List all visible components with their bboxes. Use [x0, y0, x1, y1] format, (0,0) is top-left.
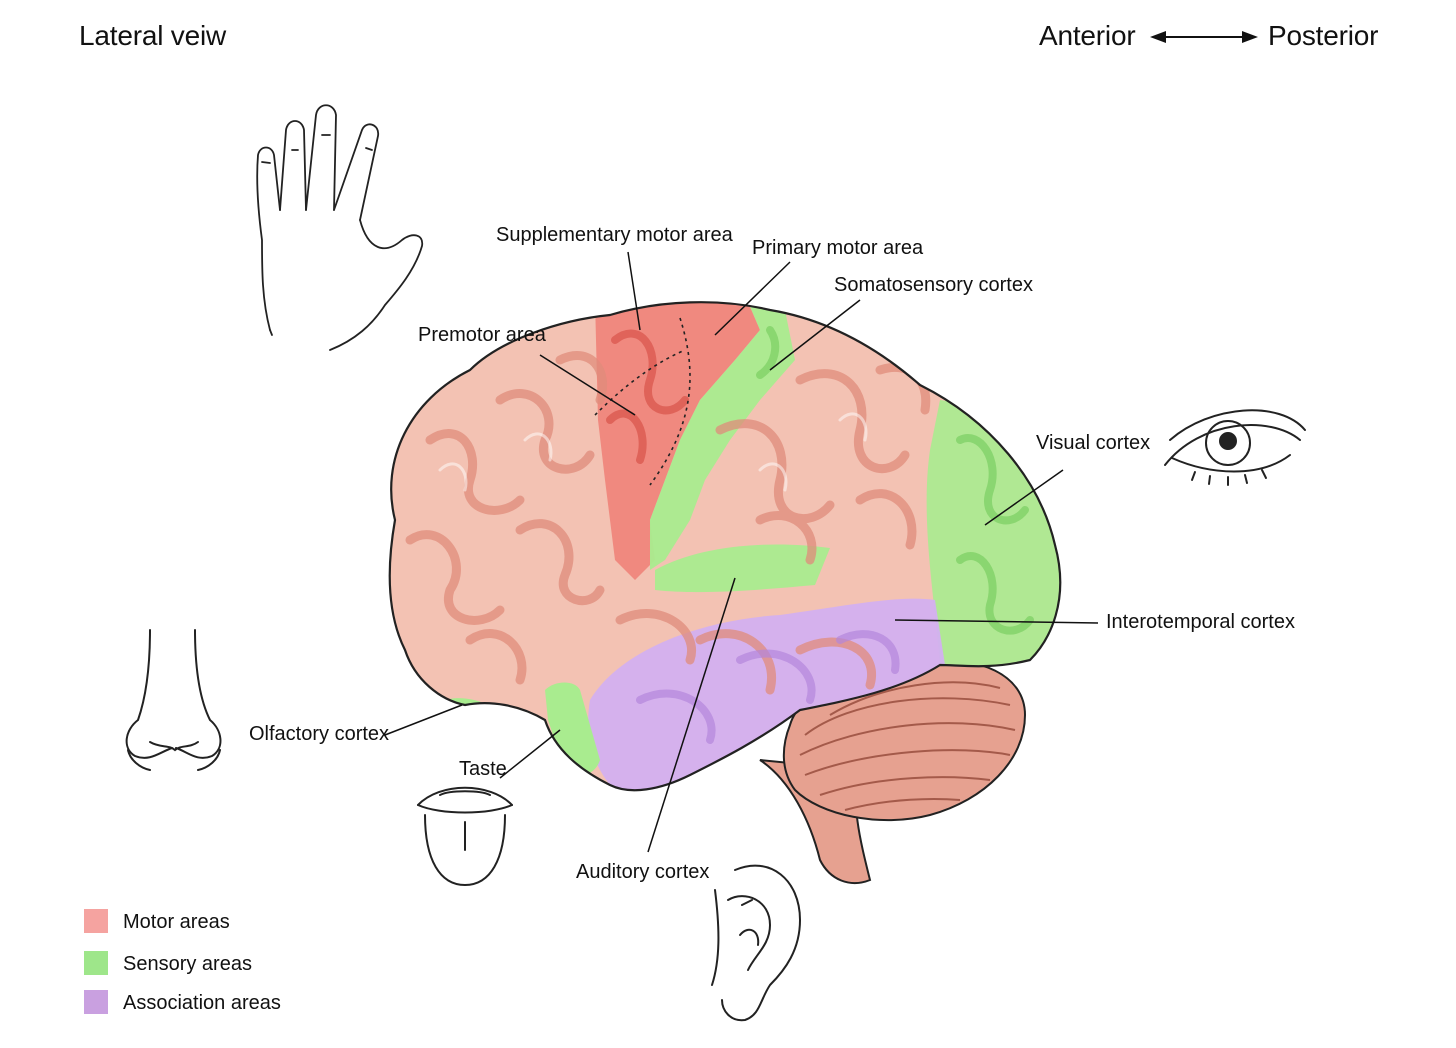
- legend-swatch-sensory: [84, 951, 108, 975]
- ear-icon: [711, 864, 802, 1022]
- auditory-region: [655, 544, 830, 593]
- eye-icon: [1164, 409, 1306, 486]
- legend-swatch-motor: [84, 909, 108, 933]
- legend-label-motor: Motor areas: [123, 911, 230, 933]
- label-auditory: Auditory cortex: [576, 861, 710, 883]
- legend-label-sensory: Sensory areas: [123, 953, 252, 975]
- taste-region: [545, 682, 600, 776]
- legend-label-association: Association areas: [123, 992, 281, 1014]
- premotor-boundary: [594, 349, 686, 416]
- hand-icon: [256, 104, 424, 351]
- label-taste: Taste: [459, 758, 507, 780]
- anterior-label: Anterior: [1039, 20, 1136, 51]
- posterior-label: Posterior: [1268, 20, 1379, 51]
- label-olfactory: Olfactory cortex: [249, 723, 390, 745]
- legend-swatch-association: [84, 990, 108, 1014]
- double-arrow-icon: [1150, 31, 1258, 43]
- leader-lines: [384, 251, 1099, 853]
- label-premotor: Premotor area: [418, 324, 546, 346]
- supplementary-boundary: [649, 317, 691, 486]
- label-supplementary-motor: Supplementary motor area: [496, 224, 733, 246]
- cortex-outline: [388, 301, 1062, 792]
- label-visual: Visual cortex: [1036, 432, 1151, 454]
- tongue-icon: [417, 786, 513, 887]
- label-interotemporal: Interotemporal cortex: [1106, 611, 1295, 633]
- cortex-folds: [405, 351, 931, 695]
- nose-icon: [125, 629, 222, 771]
- view-title: Lateral veiw: [79, 20, 227, 51]
- label-somatosensory: Somatosensory cortex: [834, 274, 1033, 296]
- motor-region: [595, 302, 760, 580]
- label-primary-motor: Primary motor area: [752, 237, 924, 259]
